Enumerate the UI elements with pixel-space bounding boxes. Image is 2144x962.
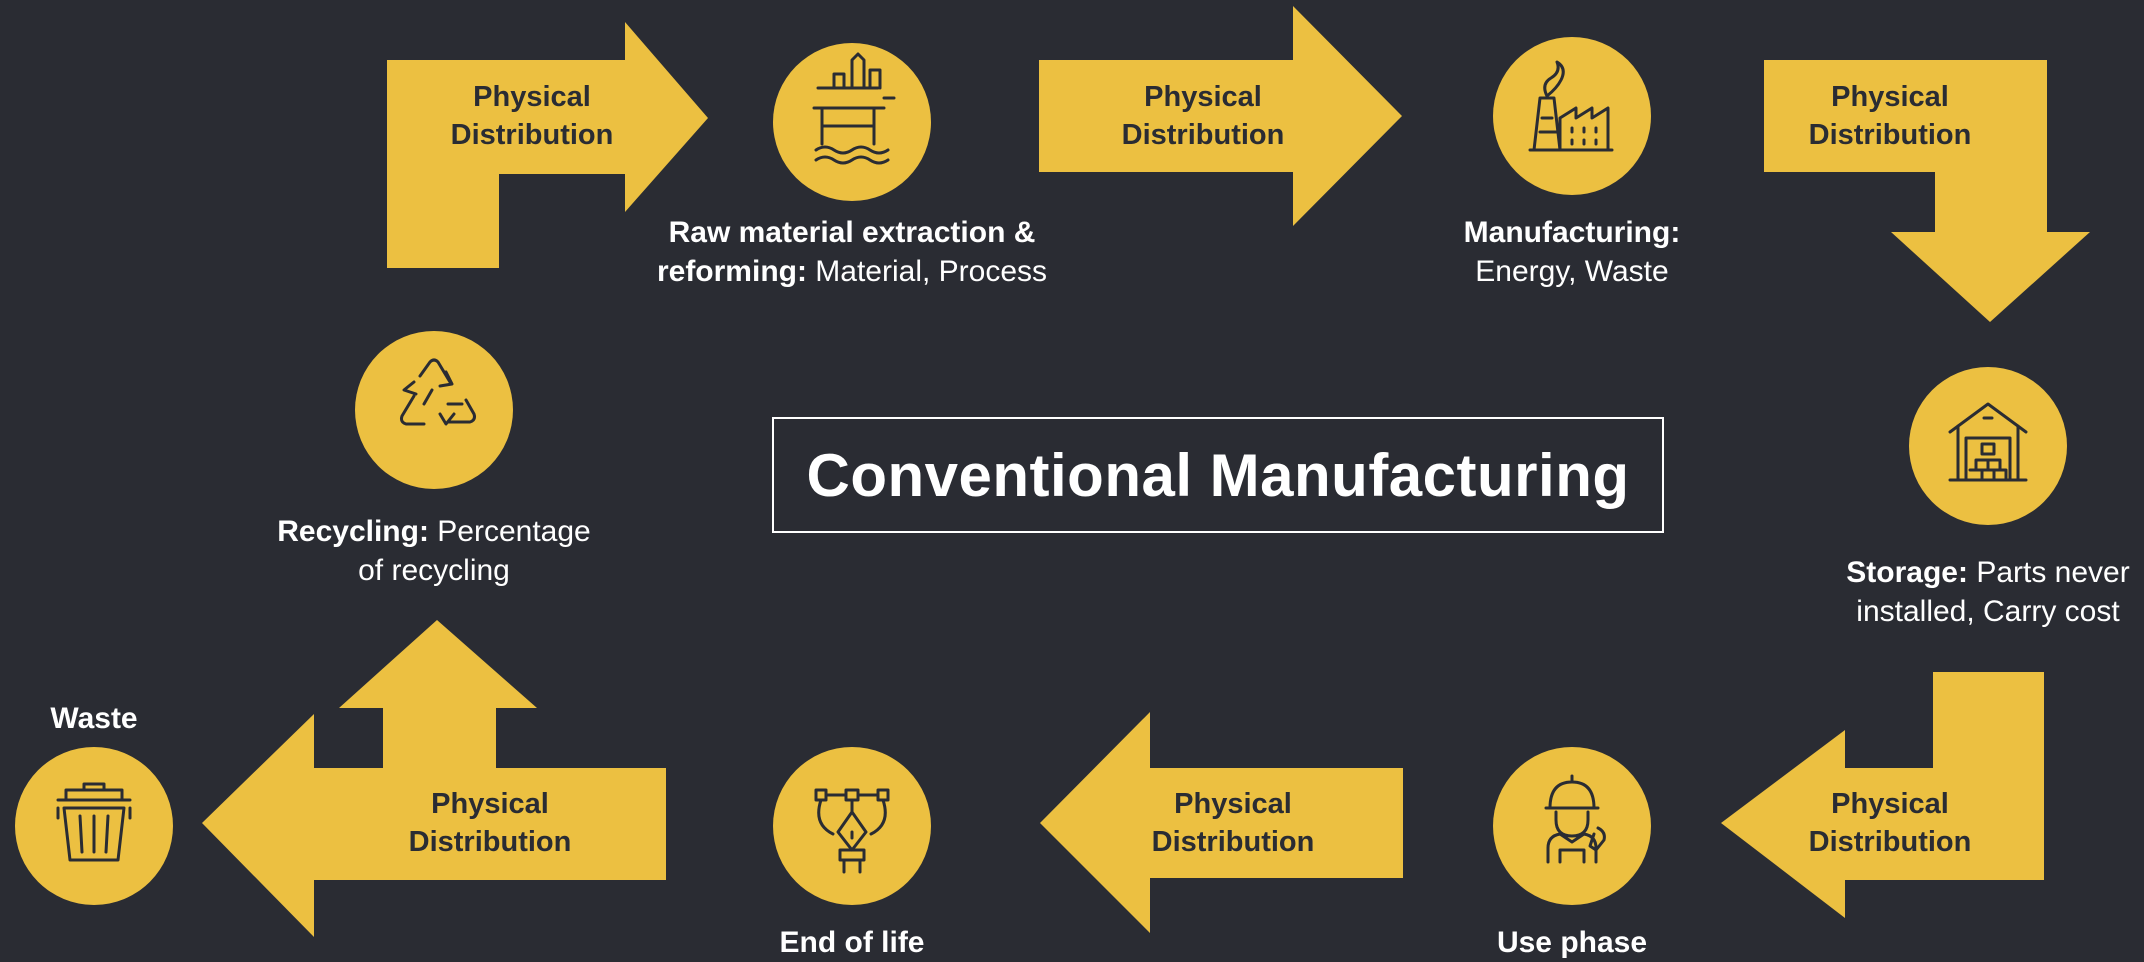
stage-caption-manufacturing: Manufacturing: Energy, Waste <box>1392 213 1752 291</box>
arrow-shape-1 <box>387 22 708 268</box>
recycle-icon <box>400 358 476 426</box>
stage-caption-waste: Waste <box>0 699 188 738</box>
arrow-label-line: Physical <box>431 788 549 820</box>
arrow-label-line: Physical <box>1144 81 1262 113</box>
arrow-label-line: Physical <box>473 81 591 113</box>
arrow-label-line: Physical <box>1831 788 1949 820</box>
stage-caption-detail: Energy, Waste <box>1475 255 1669 288</box>
diagram-title: Conventional Manufacturing <box>806 441 1630 509</box>
arrow-label-4: Physical Distribution <box>1760 785 2020 861</box>
stage-circle-raw-material <box>773 43 931 201</box>
stage-caption-bold: Storage: <box>1846 556 1968 589</box>
title-box: Conventional Manufacturing <box>772 417 1664 533</box>
warehouse-icon <box>1948 402 2028 482</box>
arrow-shape-3 <box>1764 60 2090 322</box>
stage-caption-detail: Material, Process <box>815 255 1048 288</box>
stage-caption-bold: Use phase <box>1496 926 1648 959</box>
stage-circle-end-of-life <box>773 747 931 905</box>
arrow-label-2: Physical Distribution <box>1073 78 1333 154</box>
stage-caption-bold: End of life <box>779 926 925 959</box>
worker-icon <box>1544 774 1606 864</box>
stage-caption-end-of-life: End of life <box>702 923 1002 962</box>
oil-rig-icon <box>812 52 896 165</box>
arrow-shape-4 <box>1721 672 2044 918</box>
arrow-label-line: Distribution <box>450 119 614 151</box>
arrow-label-line: Physical <box>1174 788 1292 820</box>
trash-can-icon <box>56 782 132 862</box>
arrow-label-line: Distribution <box>1808 119 1972 151</box>
arrow-label-line: Distribution <box>408 826 572 858</box>
arrow-label-6: Physical Distribution <box>360 785 620 861</box>
stage-circle-manufacturing <box>1493 37 1651 195</box>
stage-caption-detail: of recycling <box>358 554 510 587</box>
stage-caption-recycling: Recycling: Percentage of recycling <box>264 512 604 590</box>
stage-caption-detail: installed, Carry cost <box>1856 595 2120 628</box>
arrow-label-line: Physical <box>1831 81 1949 113</box>
arrow-shape-6 <box>202 620 666 937</box>
arrow-label-5: Physical Distribution <box>1103 785 1363 861</box>
stage-circle-use-phase <box>1493 747 1651 905</box>
stage-caption-detail: Parts never <box>1976 556 2130 589</box>
factory-icon <box>1528 60 1614 152</box>
arrow-shape-2 <box>1039 6 1402 226</box>
arrow-label-line: Distribution <box>1121 119 1285 151</box>
stage-caption-storage: Storage: Parts never installed, Carry co… <box>1838 553 2138 631</box>
arrow-label-line: Distribution <box>1808 826 1972 858</box>
stage-caption-bold: Recycling: <box>277 515 429 548</box>
stage-circle-recycling <box>355 331 513 489</box>
stage-caption-use-phase: Use phase <box>1422 923 1722 962</box>
stage-caption-bold: Raw material extraction & <box>668 216 1036 249</box>
stage-caption-bold: Manufacturing: <box>1463 216 1681 249</box>
stage-caption-bold: Waste <box>50 702 138 735</box>
arrow-label-3: Physical Distribution <box>1760 78 2020 154</box>
stage-caption-raw-material: Raw material extraction & reforming: Mat… <box>612 213 1092 291</box>
arrow-shape-5 <box>1040 712 1403 933</box>
arrow-label-line: Distribution <box>1151 826 1315 858</box>
stage-caption-detail: Percentage <box>437 515 591 548</box>
arrow-label-1: Physical Distribution <box>402 78 662 154</box>
stage-circle-storage <box>1909 367 2067 525</box>
pen-tool-icon <box>814 788 890 874</box>
stage-caption-bold: reforming: <box>656 255 807 288</box>
